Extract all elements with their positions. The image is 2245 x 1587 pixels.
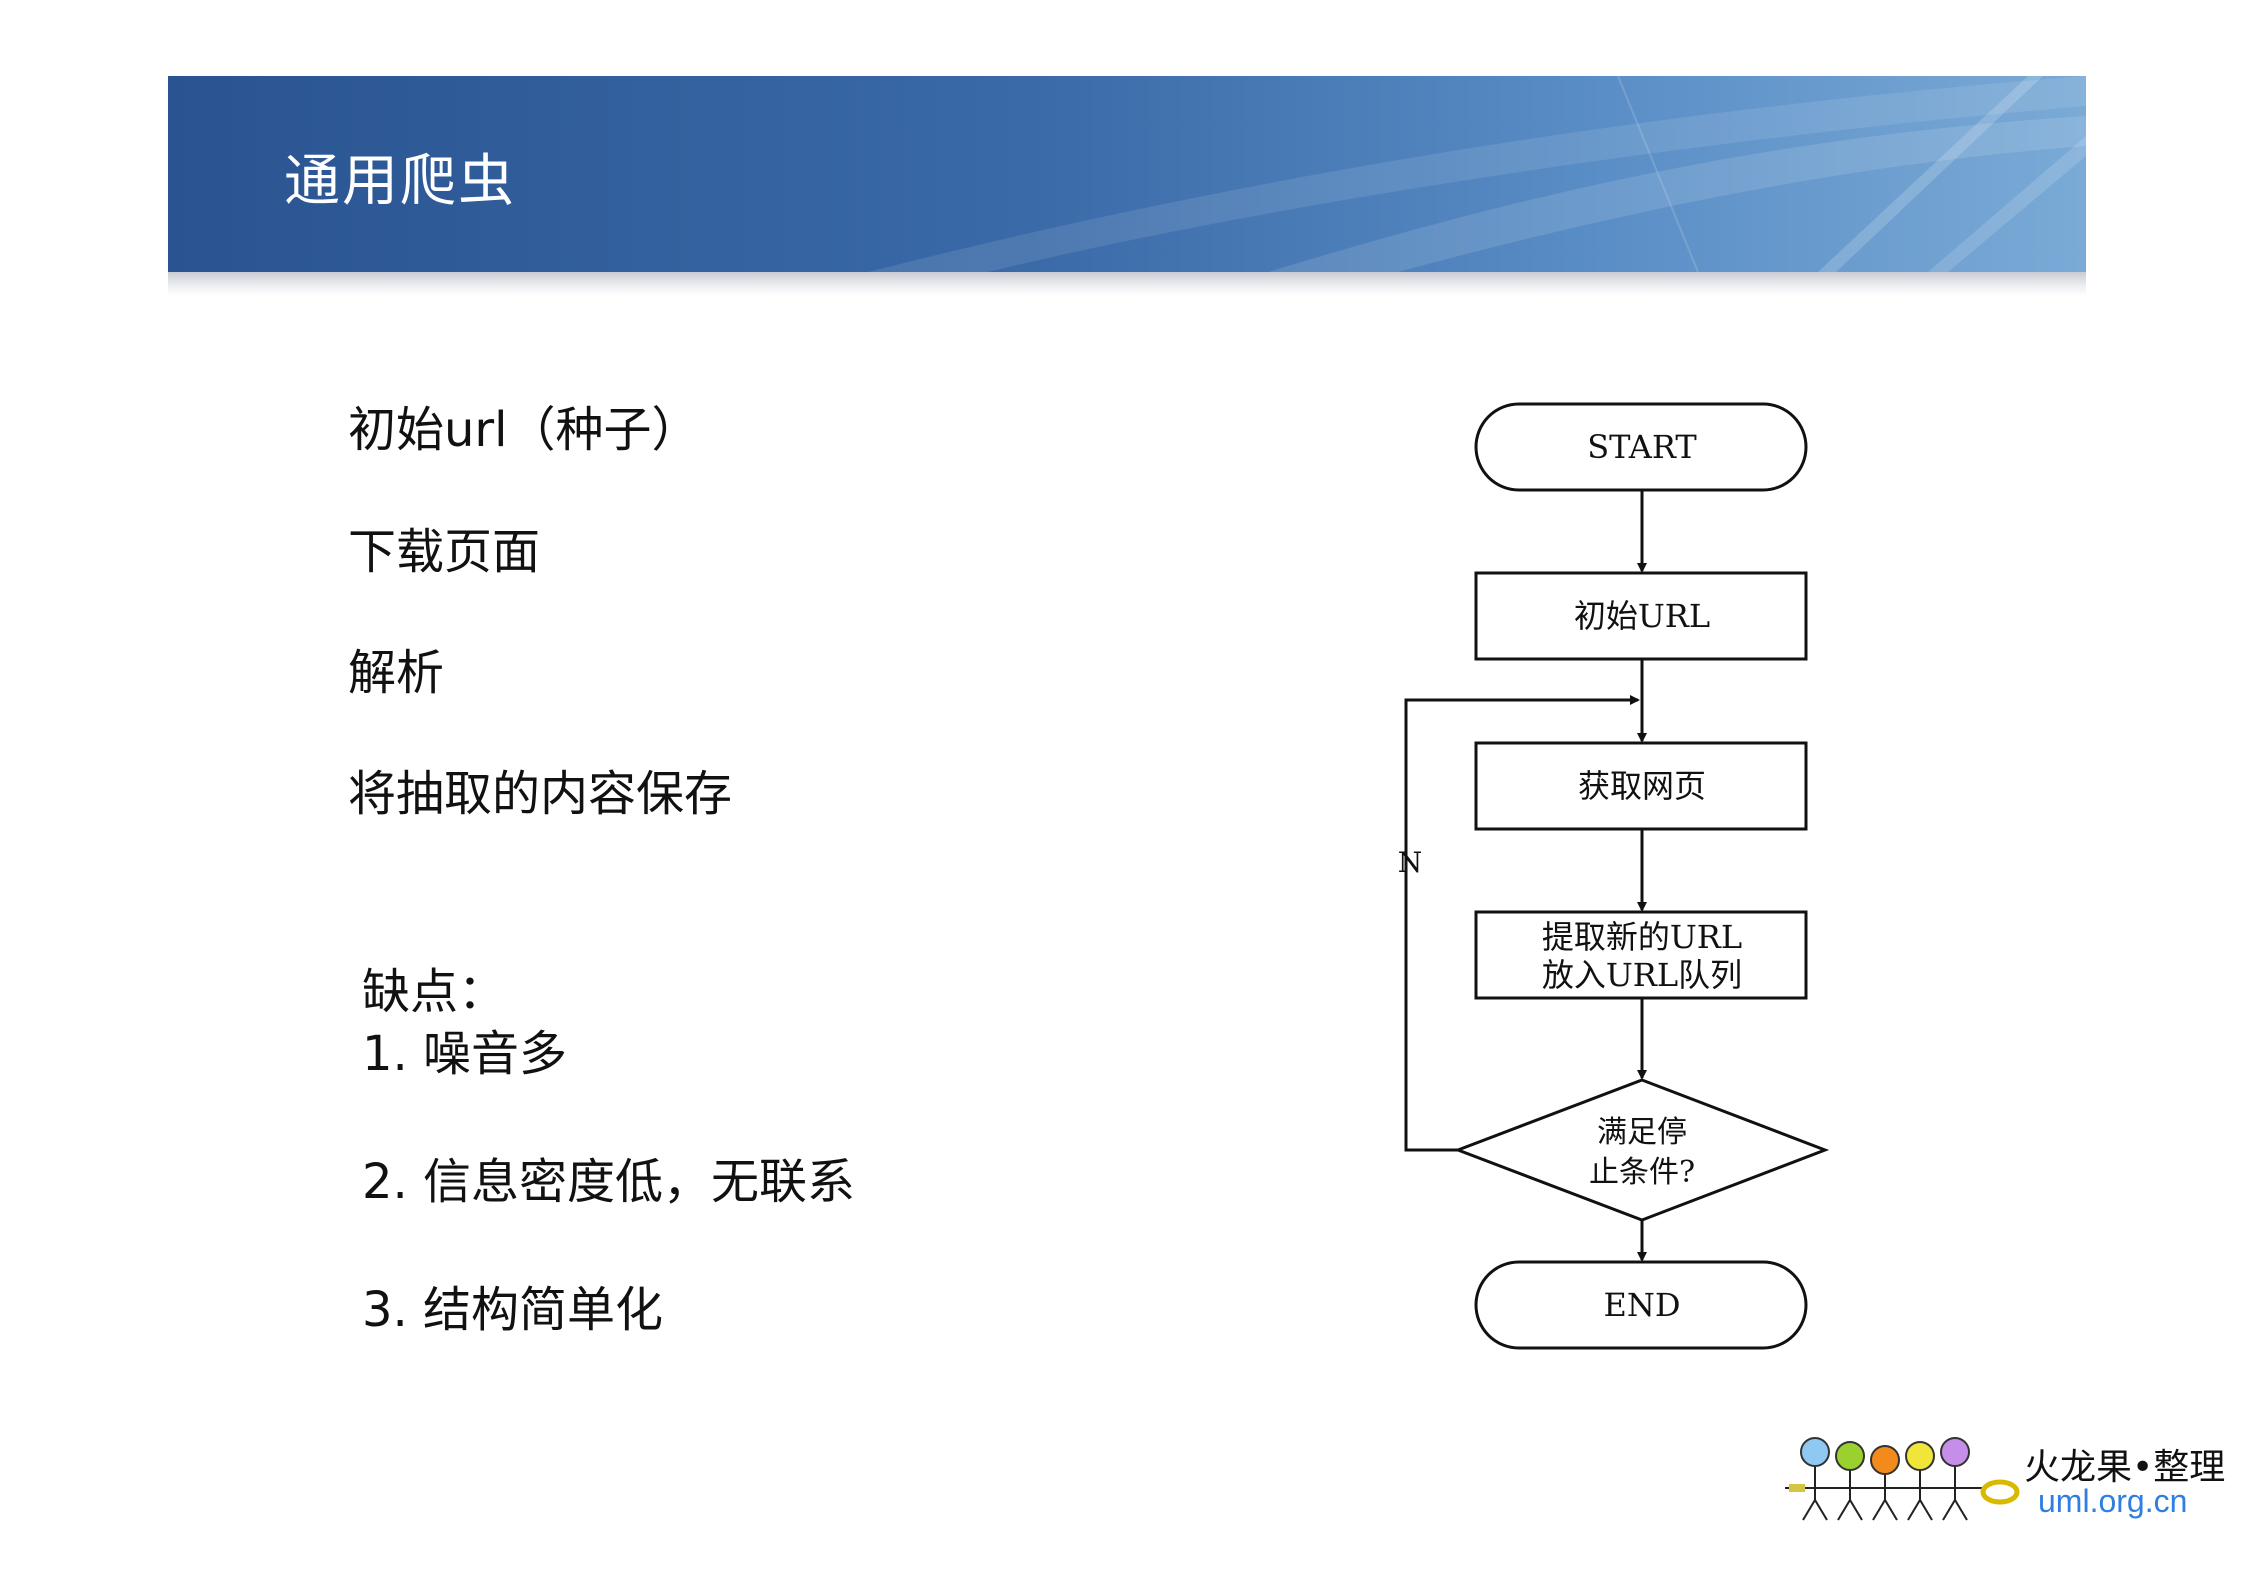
step-seed-url: 初始url（种子） <box>348 402 700 458</box>
slide-title: 通用爬虫 <box>284 149 516 214</box>
init-url-label: 初始URL <box>1574 597 1710 635</box>
end-label: END <box>1603 1286 1680 1324</box>
watermark-logo <box>1785 1437 2020 1521</box>
no-branch-label: N <box>1398 846 1423 879</box>
step-parse: 解析 <box>348 645 445 701</box>
step-save-content: 将抽取的内容保存 <box>348 766 733 822</box>
extract-url-box <box>1474 910 1808 1000</box>
step-download-page: 下载页面 <box>348 524 541 580</box>
loop-back-line <box>1404 695 1640 1152</box>
banner-shadow <box>168 272 2086 296</box>
stop-condition-diamond <box>1453 1078 1830 1222</box>
banner-decoration <box>868 76 2086 272</box>
watermark-site-link[interactable]: uml.org.cn <box>2038 1483 2188 1519</box>
fetch-page-label: 获取网页 <box>1578 767 1706 805</box>
logo-dot-green <box>1835 1441 1865 1471</box>
decision-label-line1: 满足停 <box>1597 1115 1687 1150</box>
extract-label-line1: 提取新的URL <box>1542 918 1742 956</box>
title-banner: 通用爬虫 <box>168 76 2086 272</box>
drawbacks-heading: 缺点： <box>362 964 507 1020</box>
drawback-item-noise: 1. 噪音多 <box>362 1026 568 1082</box>
extract-label-line2: 放入URL队列 <box>1542 956 1742 994</box>
logo-dot-blue <box>1800 1437 1830 1467</box>
drawback-item-low-density: 2. 信息密度低，无联系 <box>362 1154 856 1210</box>
crawler-flowchart: START 初始URL 获取网页 提取新的URL 放入URL队列 满足停 止条件… <box>1398 402 1830 1350</box>
fetch-page-box <box>1474 741 1808 831</box>
start-label: START <box>1587 428 1697 466</box>
end-terminal <box>1474 1260 1808 1350</box>
logo-dot-yellow <box>1905 1441 1935 1471</box>
watermark-credit: 火龙果•整理 <box>2024 1447 2226 1488</box>
decision-label-line2: 止条件? <box>1589 1155 1695 1190</box>
drawback-item-simple-structure: 3. 结构简单化 <box>362 1282 664 1338</box>
logo-dot-purple <box>1940 1437 1970 1467</box>
logo-dot-orange <box>1870 1445 1900 1475</box>
